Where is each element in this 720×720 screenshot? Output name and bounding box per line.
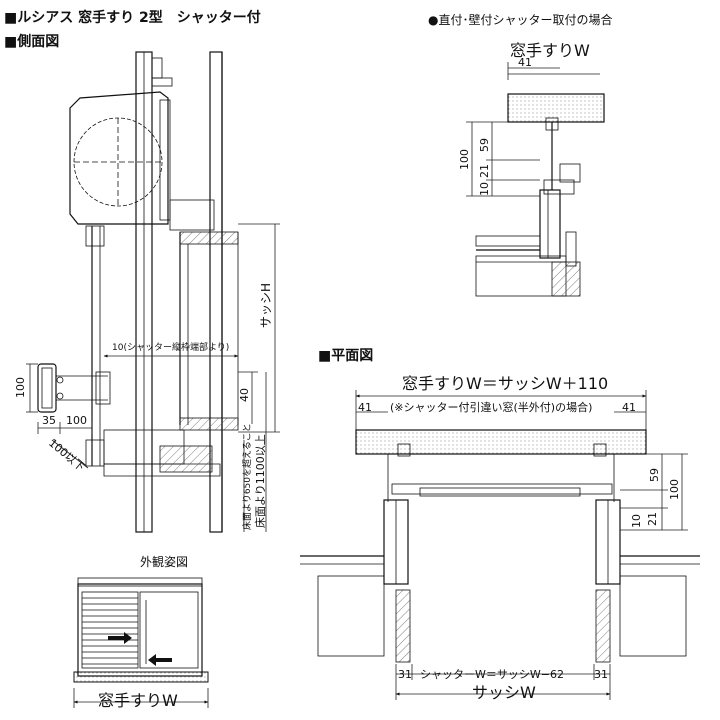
plan-dim-10: 10	[630, 514, 643, 528]
plan-rail-formula: 窓手すりW＝サッシW＋110	[402, 374, 608, 393]
side-dim-40: 40	[238, 388, 251, 402]
plan-view-drawing	[300, 390, 700, 700]
plan-sash-w: サッシW	[472, 683, 536, 702]
direct-dim-59: 59	[478, 138, 491, 152]
direct-dim-100: 100	[458, 149, 471, 170]
side-dim-100-or-less: 100以下	[46, 436, 87, 474]
direct-mount-heading: ●直付･壁付シャッター取付の場合	[428, 12, 612, 27]
direct-dim-21: 21	[478, 164, 491, 178]
shutter-slats	[82, 597, 138, 665]
side-view-drawing	[26, 51, 280, 533]
plan-dim-41-left: 41	[358, 401, 372, 414]
plan-dim-41-right: 41	[622, 401, 636, 414]
plan-dim-100: 100	[668, 479, 681, 500]
plan-shutter-formula: シャッターW＝サッシW−62	[420, 668, 564, 681]
direct-mount-drawing	[466, 62, 605, 297]
exterior-heading: 外観姿図	[140, 555, 188, 569]
plan-dim-31-right: 31	[594, 668, 608, 681]
side-view-heading: ■側面図	[4, 33, 59, 50]
plan-note: (※シャッター付引違い窓(半外付)の場合)	[390, 400, 592, 414]
exterior-drawing	[73, 577, 209, 708]
side-dim-35: 35	[42, 414, 56, 427]
plan-dim-59: 59	[648, 468, 661, 482]
plan-dim-21: 21	[646, 512, 659, 526]
side-dim-100b: 100	[66, 414, 87, 427]
exterior-rail-w: 窓手すりW	[98, 691, 178, 710]
page-title: ■ルシアス 窓手すり 2型 シャッター付	[4, 9, 261, 26]
direct-dim-41: 41	[518, 56, 532, 69]
side-floor-note-650: 床面より650を超えること	[241, 423, 253, 530]
direct-rail-w-label: 窓手すりW	[510, 41, 590, 60]
plan-dim-31-left: 31	[398, 668, 412, 681]
side-sash-h-label: サッシH	[259, 283, 273, 328]
plan-view-heading: ■平面図	[318, 348, 373, 364]
side-dim-100: 100	[14, 377, 27, 398]
side-shutter-note: 10(シャッター縦枠端部より)	[112, 341, 229, 353]
direct-dim-10: 10	[478, 182, 491, 196]
side-floor-note-1100: 床面より1100以上	[253, 434, 267, 528]
